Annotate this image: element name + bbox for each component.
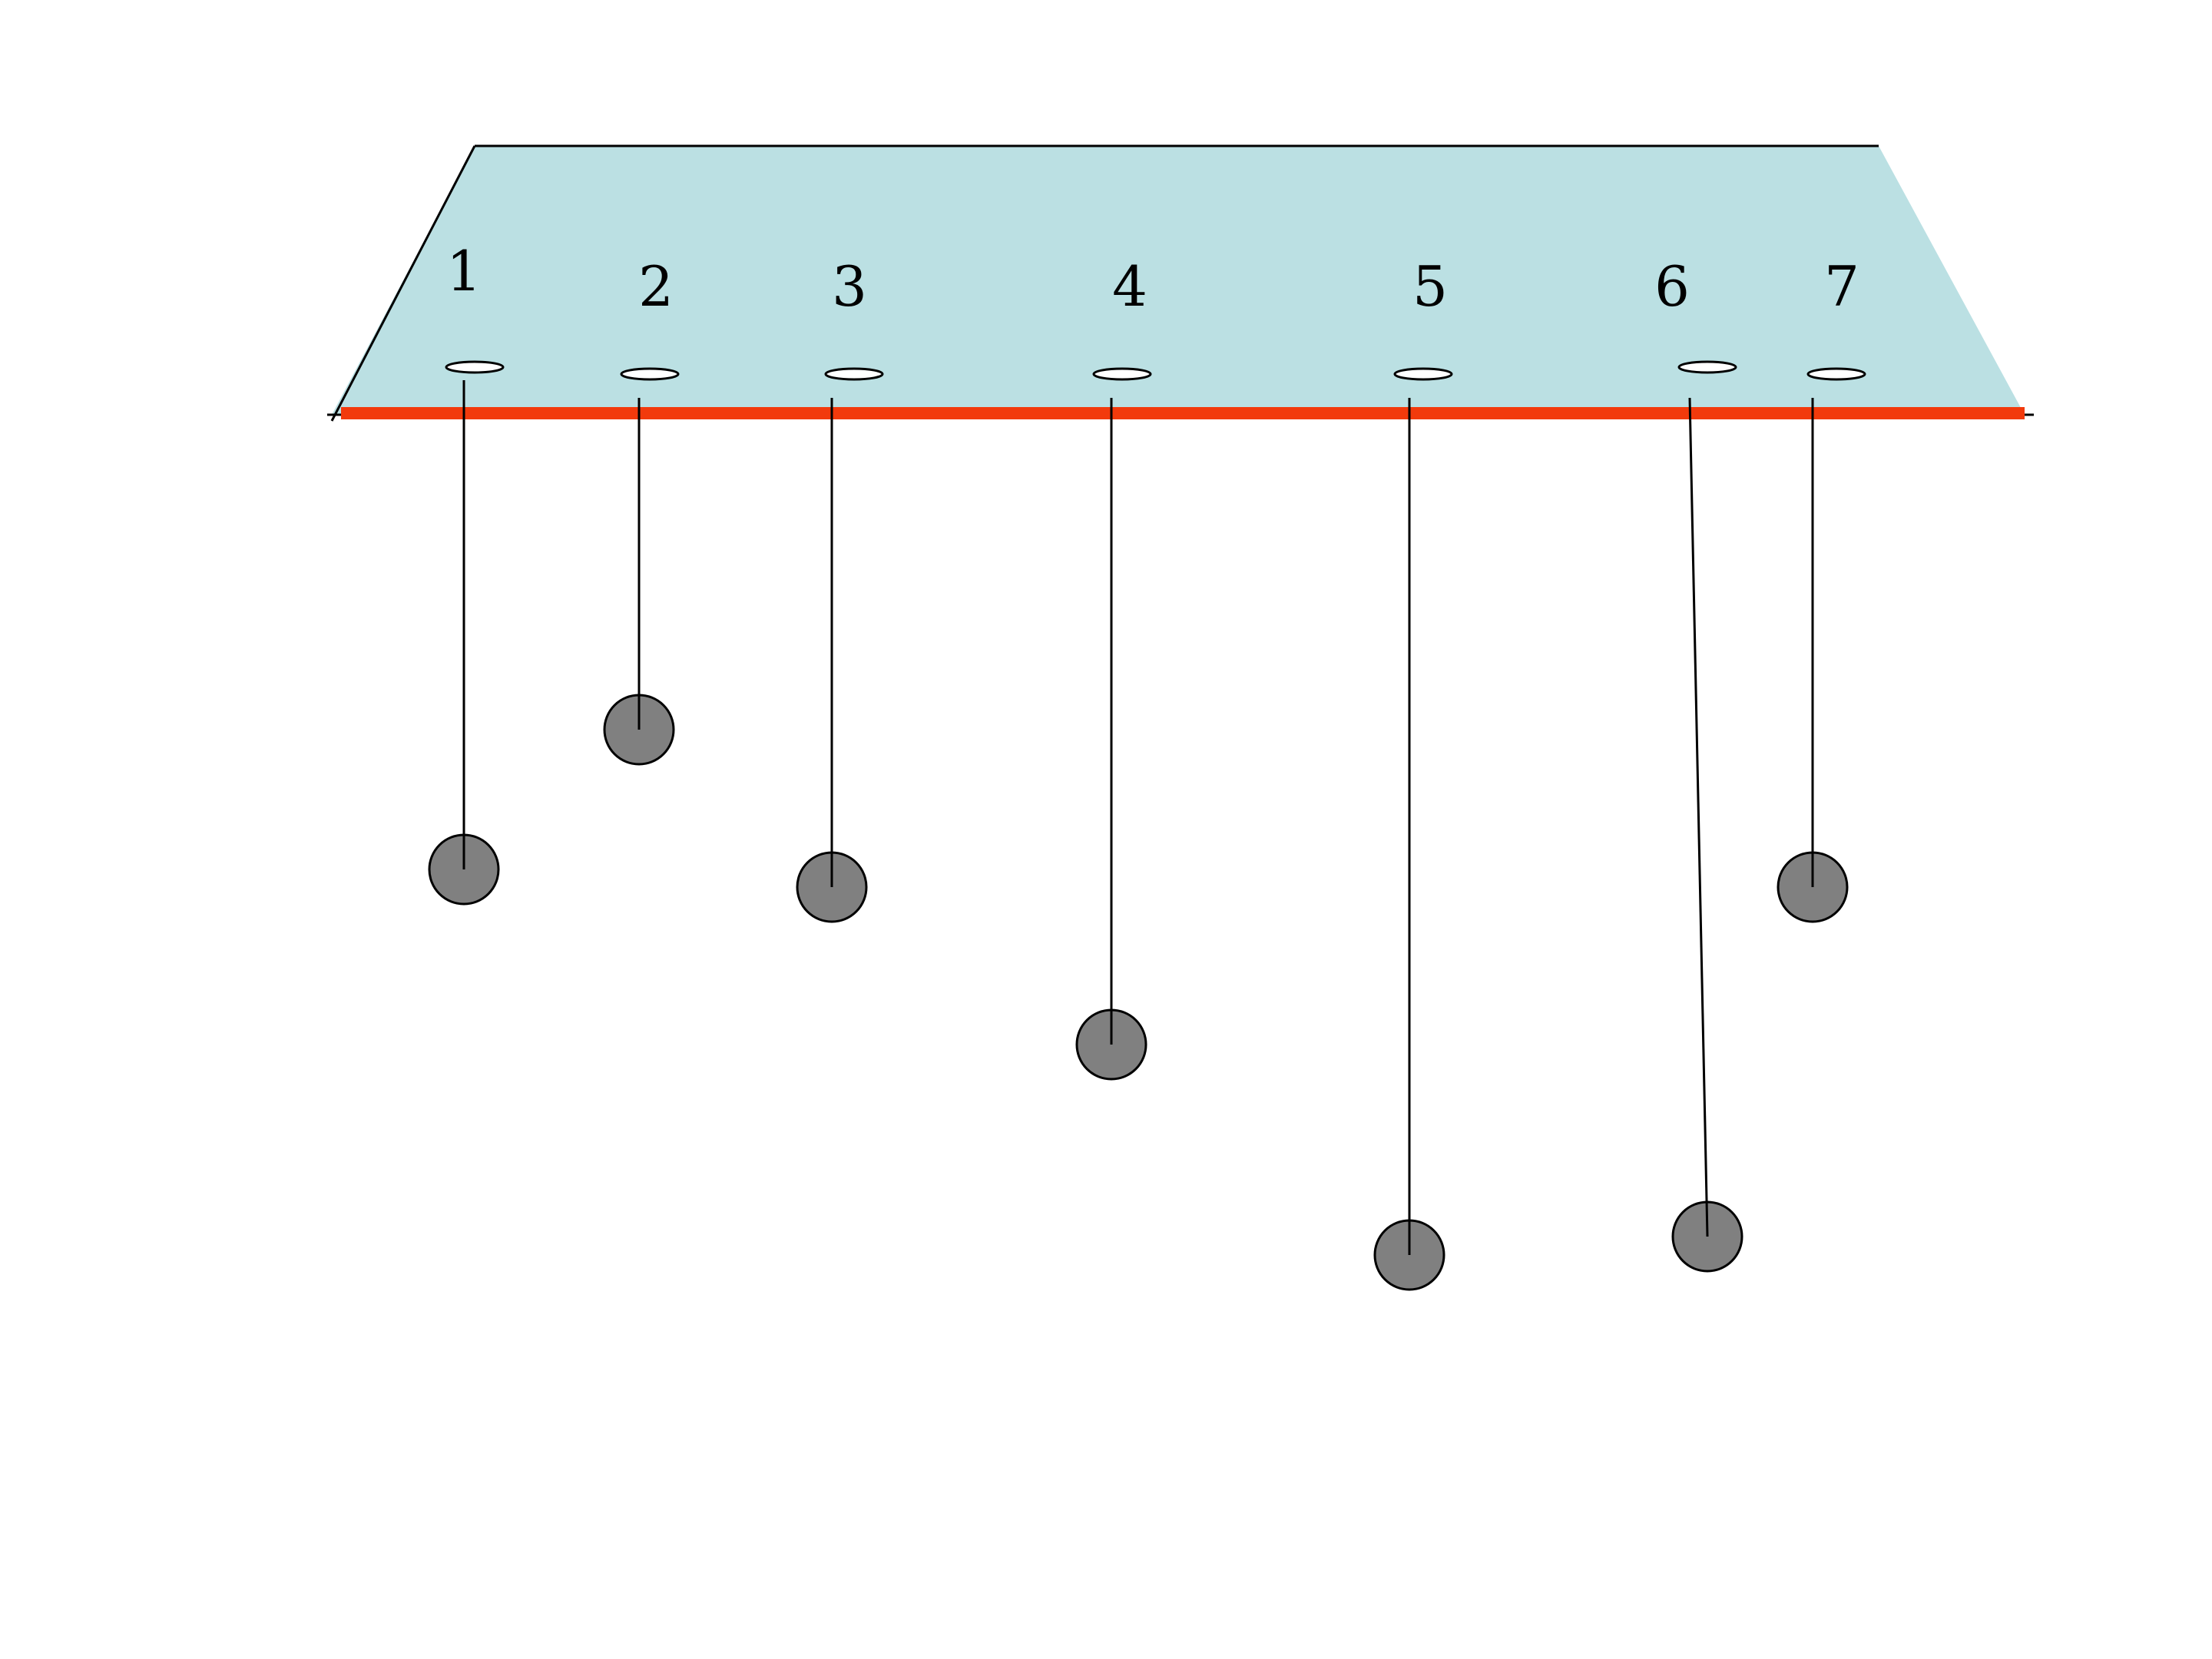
pivot-hole-7 [1806, 367, 1866, 381]
pendulum-label-1: 1 [446, 239, 482, 303]
base-bar [341, 407, 2025, 419]
pendulum-label-4: 4 [1112, 254, 1147, 319]
pivot-hole-6 [1677, 360, 1737, 374]
pendulum-label-6: 6 [1654, 254, 1690, 319]
pendulum-label-2: 2 [638, 254, 674, 319]
pivot-hole-4 [1092, 367, 1152, 381]
pivot-hole-1 [445, 360, 505, 374]
support-board [332, 146, 2025, 415]
support-left-edge [330, 145, 476, 422]
pendulum-label-3: 3 [832, 254, 867, 319]
pendulum-group: 1 2 3 4 5 6 7 [428, 239, 1866, 1291]
pendulum-label-5: 5 [1412, 254, 1448, 319]
pivot-hole-5 [1393, 367, 1453, 381]
pivot-hole-2 [620, 367, 680, 381]
pendulum-string-6 [1688, 397, 1709, 1237]
pivot-hole-3 [824, 367, 884, 381]
pendulum-label-7: 7 [1824, 254, 1859, 319]
